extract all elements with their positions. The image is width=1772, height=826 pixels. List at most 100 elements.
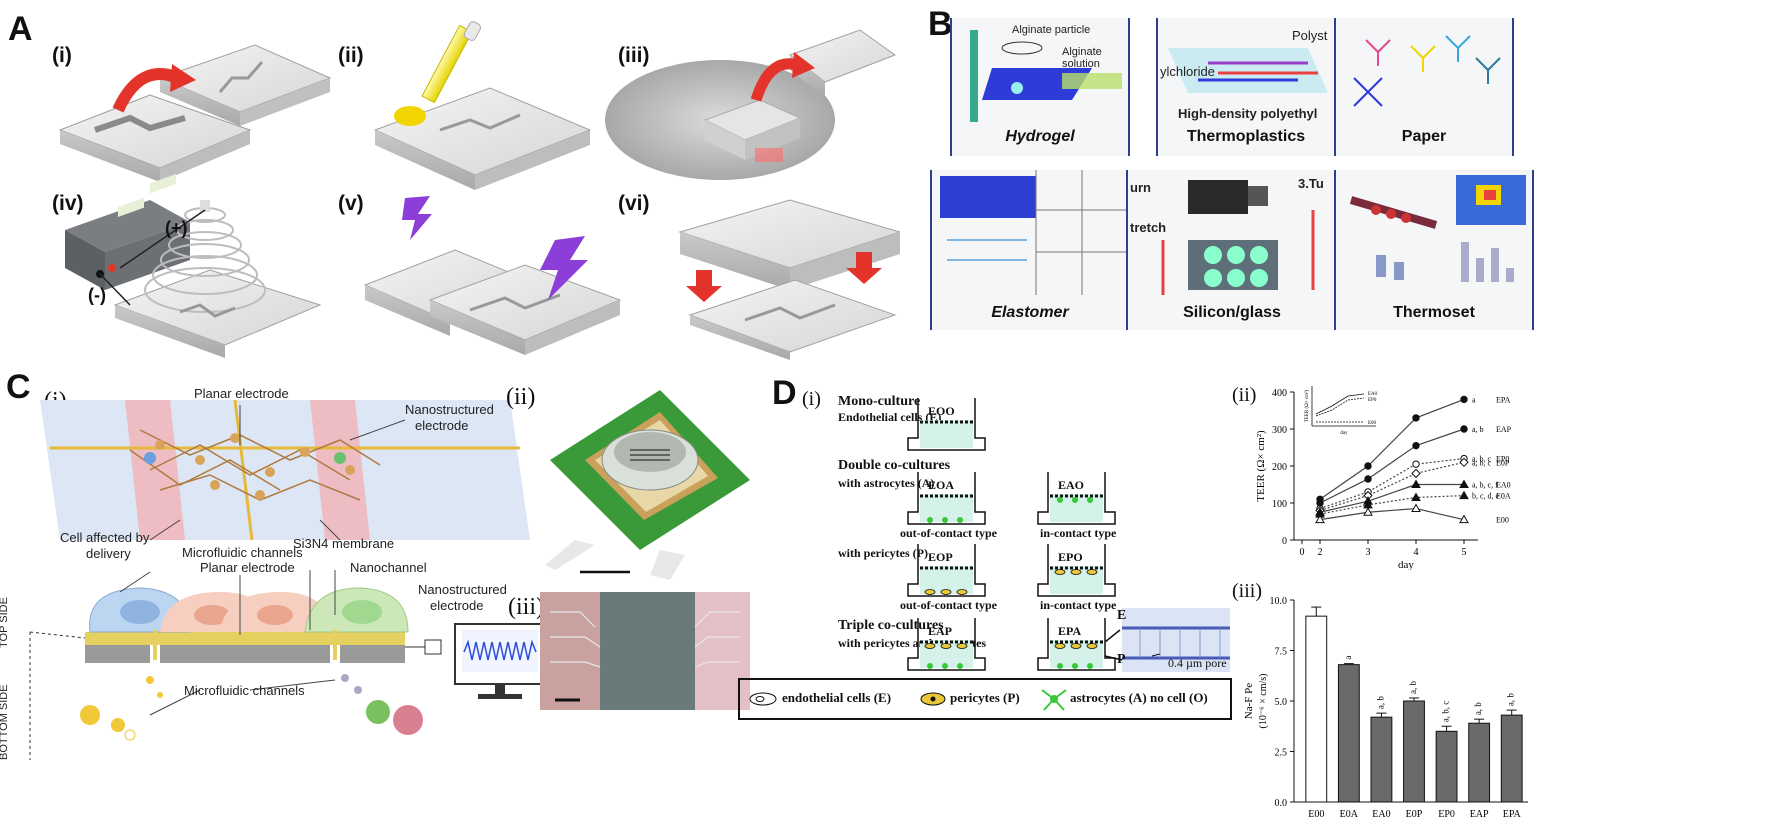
- panel-d-label: D: [772, 374, 797, 412]
- panel-d: D (i) Mono-culture Endothelial cells (E)…: [738, 360, 1772, 826]
- thermoplastics-figure: [1168, 48, 1328, 93]
- well-label-EOA: EOA: [928, 478, 955, 492]
- step-v-drawing: [363, 196, 622, 355]
- teer-series-E0P: [1319, 461, 1465, 511]
- well-label-EOO: EOO: [928, 404, 955, 418]
- nanostructured-top-label-2: electrode: [415, 418, 469, 433]
- teer-point-EPA: [1460, 395, 1468, 404]
- well-label-EPO: EPO: [1058, 550, 1083, 564]
- si3n4-membrane-label: Si3N4 membrane: [293, 536, 395, 551]
- transwell-diagrams: [907, 398, 1230, 672]
- naf-x-tick-label-EA0: EA0: [1372, 809, 1390, 820]
- micrograph-P-label: P: [1117, 652, 1126, 667]
- teer-series-label-E0P: E0P: [1496, 458, 1510, 467]
- teer-point-EPA: [1364, 462, 1372, 470]
- inset-label-e00: E00: [1368, 421, 1377, 426]
- teer-series-label-EPA: EPA: [1496, 395, 1511, 404]
- teer-point-EAP: [1412, 441, 1420, 450]
- naf-annotation-EPA: a, b: [1506, 693, 1516, 706]
- card-thermoplastics: Polyst ylchloride High-density polyethyl…: [1156, 18, 1336, 156]
- device-photo: [545, 390, 750, 580]
- teer-series-E00: [1319, 507, 1465, 521]
- nanostructured-top-label-1: Nanostructured: [405, 402, 494, 417]
- panel-a-label: A: [8, 10, 33, 48]
- out-contact-label-1: out-of-contact type: [900, 526, 997, 540]
- endothelial-icon: [749, 692, 777, 706]
- micrograph: [540, 592, 750, 710]
- panel-c-ii-label: (ii): [506, 384, 536, 410]
- naf-y-label-1: Na-F Pe: [1243, 683, 1255, 719]
- teer-x-tick-label: 3: [1366, 547, 1371, 558]
- teer-y-tick-label: 400: [1272, 388, 1287, 399]
- step-vi-drawing: [678, 199, 900, 360]
- nanochannel-label: Nanochannel: [350, 560, 427, 575]
- well-label-EAO: EAO: [1058, 478, 1085, 492]
- naf-x-tick-label-E00: E00: [1308, 809, 1324, 820]
- teer-series-EAP: [1319, 428, 1465, 504]
- step-ii-label: (ii): [338, 44, 364, 67]
- well-label-EOP: EOP: [928, 550, 953, 564]
- card-thermoset: Thermoset: [1334, 170, 1534, 330]
- thermoset-figure: [1349, 175, 1526, 282]
- bottom-side-label: BOTTOM SIDE: [0, 684, 10, 760]
- teer-x-tick-label: 0: [1300, 547, 1305, 558]
- teer-point-E00: [1315, 514, 1325, 524]
- teer-point-E0P: [1411, 468, 1421, 479]
- double-title: Double co-cultures: [838, 458, 951, 473]
- legend-endothelial: endothelial cells (E): [782, 690, 892, 705]
- well-label-EPA: EPA: [1058, 624, 1082, 638]
- teer-series-EA0: [1319, 483, 1464, 513]
- thermo-note-2: ylchloride: [1160, 64, 1215, 79]
- panel-c-label: C: [6, 368, 31, 406]
- teer-note-EP0: a, b, c: [1472, 455, 1492, 464]
- micrograph-E-label: E: [1117, 608, 1127, 623]
- astrocyte-icon: [1041, 689, 1067, 711]
- elastomer-figure: [940, 170, 1128, 295]
- cell-affected-label-1: Cell affected by: [60, 530, 150, 545]
- panel-d-i-label: (i): [802, 388, 821, 410]
- teer-point-EPA: [1412, 414, 1420, 422]
- teer-series-label-EA0: EA0: [1496, 481, 1511, 490]
- panel-c-iii-label: (iii): [508, 594, 544, 620]
- teer-point-EAP: [1364, 475, 1372, 483]
- step-vi-label: (vi): [618, 192, 650, 215]
- teer-point-EAP: [1460, 425, 1468, 433]
- naf-annotation-E0A: a: [1343, 656, 1353, 660]
- naf-x-tick-label-EP0: EP0: [1438, 809, 1455, 820]
- teer-series-EP0: [1319, 458, 1465, 510]
- panel-a: A (i) (ii) (iii) (iv) (v) (vi): [0, 0, 900, 360]
- step-iii-drawing: [605, 29, 897, 180]
- naf-y-label-2: (10⁻⁶ × cm/s): [1258, 674, 1269, 729]
- panel-c: C (i): [0, 360, 760, 826]
- teer-x-tick-label: 4: [1414, 547, 1419, 558]
- pericytes-subtitle: with pericytes (P): [838, 546, 928, 560]
- thermo-note-3: High-density polyethyl: [1178, 106, 1318, 121]
- planar-electrode-bottom-label: Planar electrode: [200, 560, 295, 575]
- hydrogel-note-2: Alginate solution: [1062, 46, 1102, 70]
- hydrogel-figure: [970, 30, 1122, 122]
- naf-bar-EAP: [1468, 722, 1491, 803]
- nanostructured-bottom-label-2: electrode: [430, 598, 484, 613]
- teer-y-tick-label: 0: [1282, 536, 1287, 547]
- card-silicon-caption: Silicon/glass: [1183, 304, 1281, 321]
- teer-point-E0A: [1459, 490, 1469, 500]
- teer-x-tick-label: 2: [1318, 547, 1323, 558]
- teer-series-EPA: [1319, 398, 1465, 500]
- teer-y-tick-label: 300: [1272, 425, 1287, 436]
- thermo-note-1: Polyst: [1292, 28, 1328, 43]
- inset-line-ea0: [1315, 393, 1365, 415]
- card-silicon-glass: urn tretch 3.Tu Silicon/glass: [1126, 170, 1338, 330]
- naf-y-tick-label: 2.5: [1275, 748, 1288, 759]
- naf-bar-EPA: [1500, 714, 1523, 803]
- pericyte-icon: [920, 692, 946, 706]
- legend-no-cell: no cell (O): [1150, 690, 1208, 705]
- step-i-drawing: [58, 44, 332, 182]
- silicon-note-2: tretch: [1130, 220, 1167, 235]
- panel-a-illustration: [58, 21, 900, 360]
- naf-y-tick-label: 5.0: [1275, 697, 1288, 708]
- panel-d-iii-label: (iii): [1232, 580, 1262, 602]
- card-paper-caption: Paper: [1401, 128, 1447, 145]
- double-subtitle: with astrocytes (A): [838, 476, 935, 490]
- teer-point-E00: [1411, 503, 1421, 513]
